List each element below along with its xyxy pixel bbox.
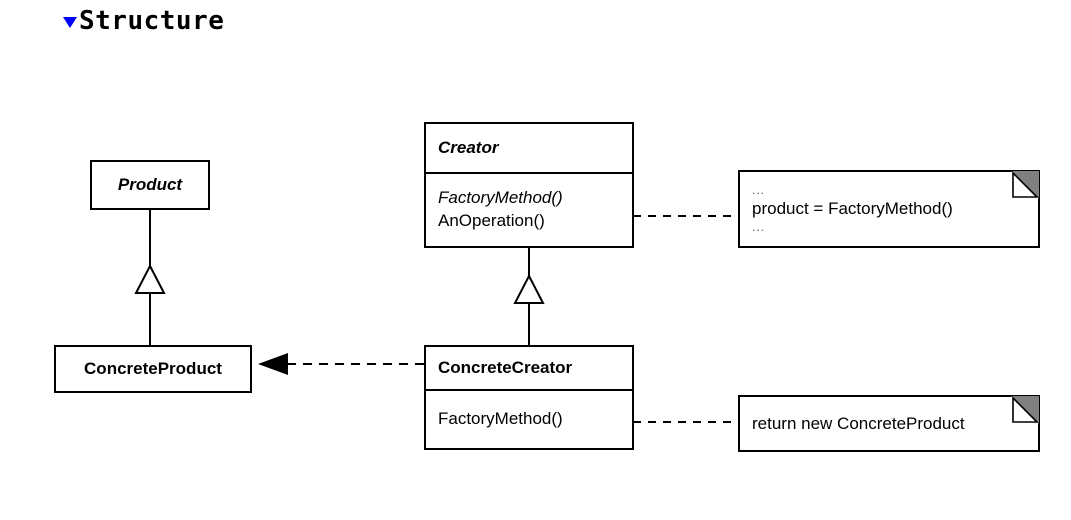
- note-line-ellipsis-top: ...: [752, 182, 766, 197]
- dependency-arrowhead-creates: [258, 353, 288, 375]
- class-box-concretecreator[interactable]: ConcreteCreator FactoryMethod(): [424, 345, 634, 450]
- class-name-concretecreator: ConcreteCreator: [438, 358, 573, 377]
- triangle-down-icon[interactable]: [63, 16, 77, 28]
- operation-anoperation: AnOperation(): [438, 211, 545, 230]
- note-body-concretecreator: return new ConcreteProduct: [740, 397, 1038, 450]
- class-name-product: Product: [117, 175, 183, 194]
- note-box-creator[interactable]: ... product = FactoryMethod() ...: [738, 170, 1040, 248]
- note-line-main-concrete: return new ConcreteProduct: [752, 413, 965, 433]
- operation-factorymethod-concrete: FactoryMethod(): [438, 409, 563, 429]
- class-name-creator: Creator: [438, 138, 499, 157]
- note-line-ellipsis-bottom: ...: [752, 219, 766, 234]
- class-box-product[interactable]: Product: [90, 160, 210, 210]
- class-operations-concretecreator: FactoryMethod(): [426, 389, 632, 448]
- note-line-main: product = FactoryMethod(): [752, 199, 953, 219]
- section-heading: Structure: [63, 8, 224, 34]
- note-body-creator: ... product = FactoryMethod() ...: [740, 172, 1038, 246]
- note-box-concretecreator[interactable]: return new ConcreteProduct: [738, 395, 1040, 452]
- operation-factorymethod-abstract: FactoryMethod(): [438, 188, 563, 208]
- class-name-concreteproduct: ConcreteProduct: [84, 359, 222, 378]
- class-box-creator[interactable]: Creator FactoryMethod() AnOperation(): [424, 122, 634, 248]
- class-box-concreteproduct[interactable]: ConcreteProduct: [54, 345, 252, 393]
- class-operations-creator: FactoryMethod() AnOperation(): [426, 172, 632, 246]
- generalization-triangle-product: [134, 263, 166, 294]
- page-title: Structure: [79, 6, 225, 36]
- generalization-triangle-creator: [513, 273, 545, 304]
